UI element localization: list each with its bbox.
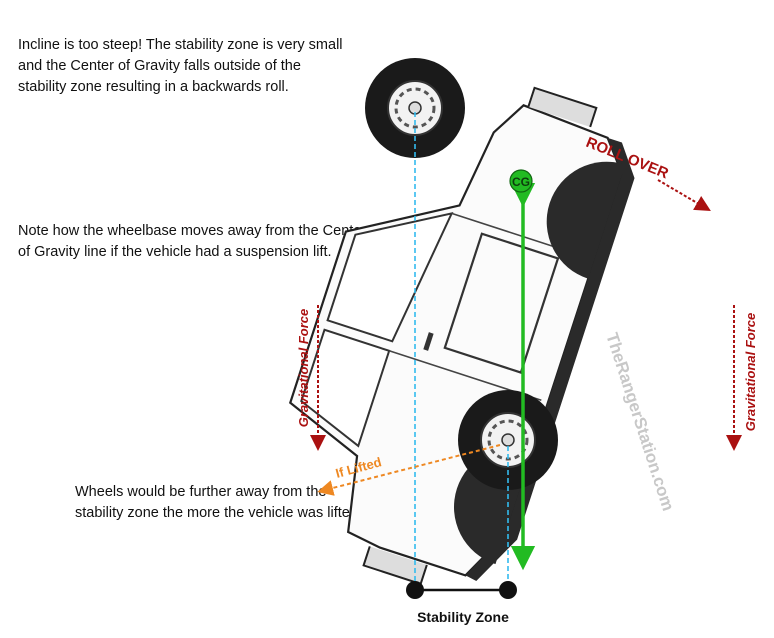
roll-over-arrow bbox=[657, 179, 711, 212]
front-wheel bbox=[365, 58, 465, 158]
incline-note-line-1: Incline is too steep! The stability zone… bbox=[18, 37, 343, 53]
stability-zone-right-point bbox=[499, 581, 517, 599]
gravity-label-left: Gravitational Force bbox=[296, 309, 311, 427]
stability-zone-left-point bbox=[406, 581, 424, 599]
wheels-note: Wheels would be further away from the st… bbox=[75, 482, 362, 524]
vehicle-window-rear bbox=[326, 211, 454, 343]
incline-note-line-2: and the Center of Gravity falls outside … bbox=[18, 58, 301, 74]
wheelbase-note-line-1: Note how the wheelbase moves away from t… bbox=[18, 223, 367, 239]
gravity-label-right: Gravitational Force bbox=[743, 313, 758, 431]
wheelbase-note: Note how the wheelbase moves away from t… bbox=[18, 221, 366, 263]
wheelbase-note-line-2: of Gravity line if the vehicle had a sus… bbox=[18, 244, 332, 260]
vehicle-door-handle bbox=[423, 332, 434, 351]
vehicle-drawing bbox=[288, 86, 635, 586]
vehicle-front-bumper bbox=[362, 546, 428, 586]
vehicle-rear-arch bbox=[546, 161, 626, 279]
center-of-gravity-marker bbox=[509, 169, 533, 193]
wheels-note-line-2: stability zone the more the vehicle was … bbox=[75, 505, 362, 521]
watermark: TheRangerStation.com bbox=[602, 330, 678, 513]
wheels-note-line-1: Wheels would be further away from the bbox=[75, 484, 327, 500]
if-lifted-arrow bbox=[317, 444, 501, 496]
vehicle-rear-bumper bbox=[527, 86, 598, 128]
stability-zone-label: Stability Zone bbox=[417, 609, 509, 625]
incline-note-line-3: stability zone resulting in a backwards … bbox=[18, 79, 289, 95]
incline-note: Incline is too steep! The stability zone… bbox=[18, 35, 343, 98]
vehicle-window-front bbox=[300, 328, 391, 448]
center-of-gravity-label: CG bbox=[512, 175, 530, 189]
